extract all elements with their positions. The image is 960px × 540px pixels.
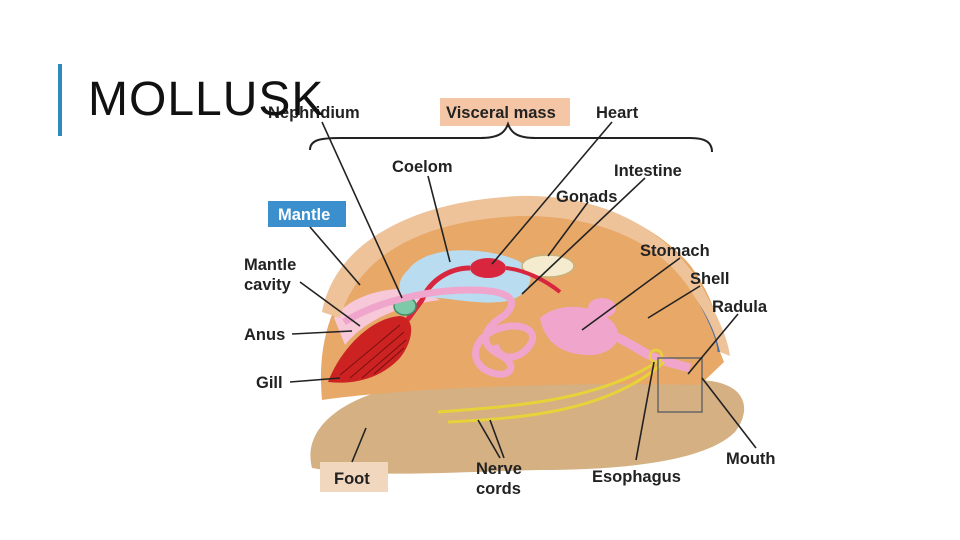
label-visceral-mass: Visceral mass <box>446 104 556 122</box>
nerve-cord-1 <box>437 358 661 414</box>
leader-coelom <box>427 175 451 263</box>
gill-lines <box>339 324 407 379</box>
label-nerve-cords-2: cords <box>476 480 521 498</box>
slide-title: MOLLUSK <box>88 73 325 126</box>
label-nephridium: Nephridium <box>268 104 360 122</box>
leader-anus <box>291 330 353 335</box>
leader-intestine <box>521 177 646 295</box>
label-intestine: Intestine <box>614 162 682 180</box>
leader-shell <box>647 285 701 319</box>
leader-stomach <box>581 257 681 331</box>
leader-heart <box>491 121 613 265</box>
label-foot: Foot <box>334 470 370 488</box>
visceral-mass-label-box <box>440 98 570 126</box>
leader-nerve-cords-b <box>489 419 505 459</box>
shell-shape <box>322 195 730 356</box>
stomach-shape <box>540 306 619 355</box>
leader-nerve-cords-a <box>477 419 501 459</box>
label-mantle-cavity-2: cavity <box>244 276 292 294</box>
label-radula: Radula <box>712 298 768 316</box>
label-gill: Gill <box>256 374 283 392</box>
label-nerve-cords-1: Nerve <box>476 460 522 478</box>
heart-shape <box>470 258 506 278</box>
leader-mantle-cavity <box>299 281 361 327</box>
foot-label-box <box>320 462 388 492</box>
label-mantle: Mantle <box>278 206 330 224</box>
leader-esophagus <box>635 361 655 461</box>
nerve-ring <box>648 348 664 364</box>
leader-lines <box>289 121 757 463</box>
stomach-lobe <box>588 298 616 318</box>
mouth-region-box <box>657 357 703 413</box>
title-accent-bar <box>58 64 62 136</box>
aorta <box>397 265 471 332</box>
label-anus: Anus <box>244 326 285 344</box>
leader-mouth <box>701 377 757 449</box>
heart-vessel <box>505 266 562 294</box>
label-mantle-cavity-1: Mantle <box>244 256 296 274</box>
visceral-mass-shape <box>321 200 724 400</box>
label-gonads: Gonads <box>556 188 617 206</box>
leader-gonads <box>547 201 589 257</box>
intestine-shape <box>342 286 536 378</box>
leader-foot <box>351 427 367 463</box>
label-heart: Heart <box>596 104 639 122</box>
label-coelom: Coelom <box>392 158 453 176</box>
leader-radula <box>687 313 739 375</box>
leader-mantle <box>309 226 361 286</box>
mantle-label-box <box>268 201 346 227</box>
label-stomach: Stomach <box>640 242 710 260</box>
leader-gill <box>289 377 341 383</box>
foot-shape <box>310 380 745 474</box>
label-esophagus: Esophagus <box>592 468 681 486</box>
leader-nephridium <box>321 121 403 299</box>
label-mouth: Mouth <box>726 450 775 468</box>
label-shell: Shell <box>690 270 729 288</box>
visceral-mass-brace <box>309 121 713 153</box>
